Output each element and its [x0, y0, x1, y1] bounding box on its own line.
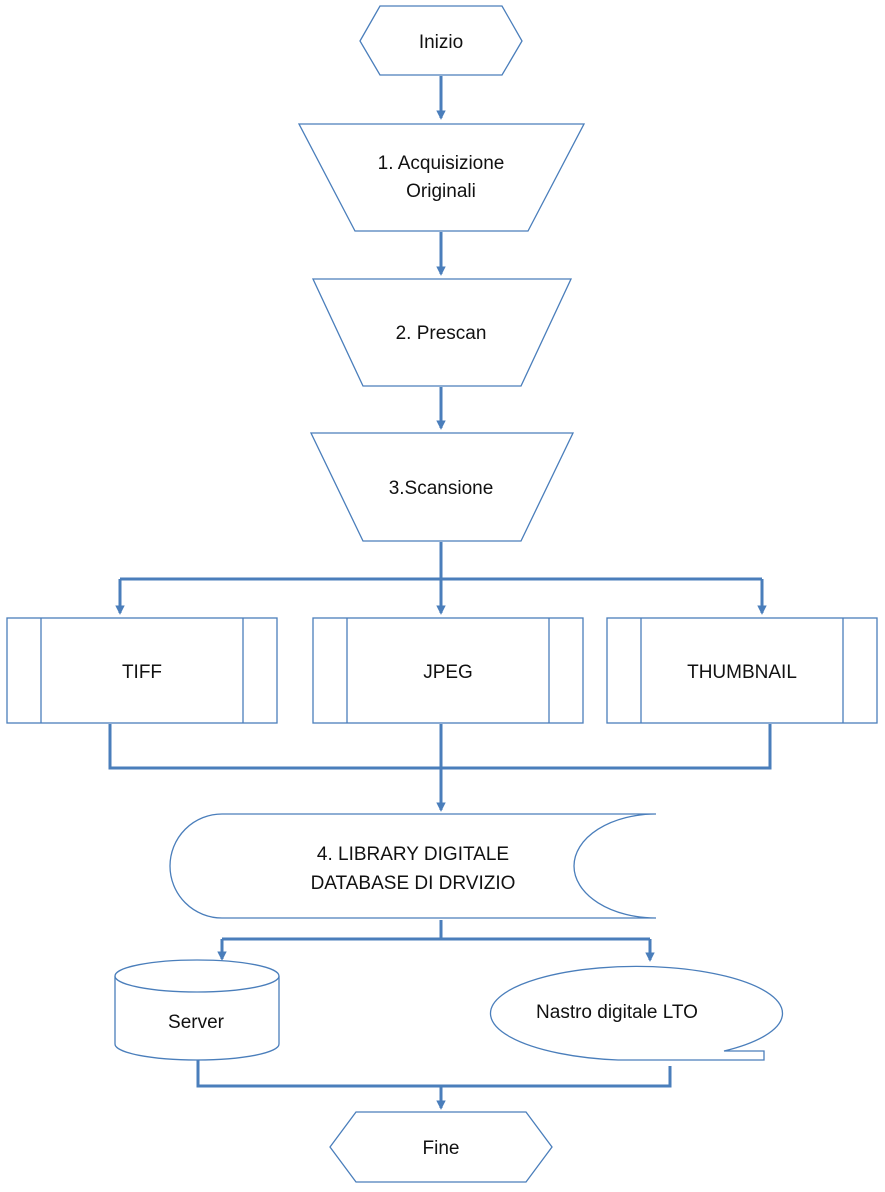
- start-label: Inizio: [419, 32, 463, 53]
- step4-label-line1: 4. LIBRARY DIGITALE: [317, 844, 509, 865]
- tape-label: Nastro digitale LTO: [536, 1002, 698, 1023]
- jpeg-label: JPEG: [423, 662, 473, 683]
- step4-stored-data: [169, 813, 657, 919]
- server-label: Server: [168, 1012, 225, 1033]
- step3-label: 3.Scansione: [389, 478, 494, 499]
- step3-manual-operation: [309, 432, 575, 542]
- end-terminator: [329, 1111, 553, 1183]
- step2-manual-operation: [311, 278, 573, 387]
- step1-manual-operation: [297, 123, 586, 232]
- tiff-label: TIFF: [122, 662, 162, 683]
- connectors: [108, 76, 772, 1110]
- step1-label-line2: Originali: [406, 181, 476, 202]
- connector-merge-bar-2: [196, 1060, 672, 1088]
- start-terminator: [359, 5, 523, 76]
- step4-label-line2: DATABASE DI DRVIZIO: [311, 873, 516, 894]
- thumbnail-label: THUMBNAIL: [687, 662, 797, 683]
- end-label: Fine: [423, 1138, 460, 1159]
- tape-storage: [489, 965, 784, 1061]
- server-database: [114, 959, 280, 1061]
- thumbnail-process: [606, 617, 878, 724]
- step2-label: 2. Prescan: [396, 323, 487, 344]
- jpeg-process: [312, 617, 584, 724]
- tiff-process: [6, 617, 278, 724]
- step1-label-line1: 1. Acquisizione: [378, 153, 505, 174]
